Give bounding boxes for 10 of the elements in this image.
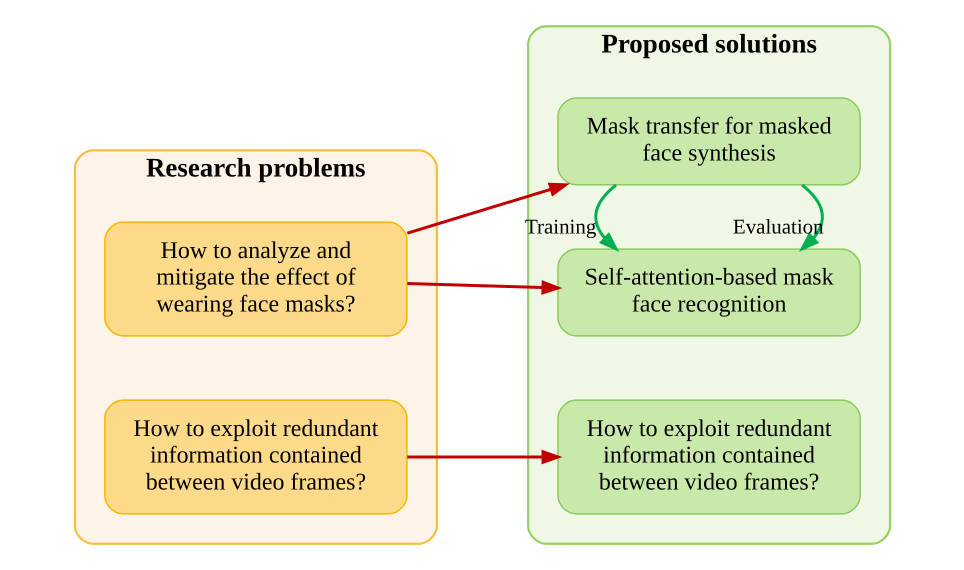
- arrow: [406, 450, 562, 464]
- arrow: [594, 184, 619, 252]
- arrow: [406, 280, 562, 295]
- arrow: [406, 182, 570, 235]
- node-box: Mask transfer for masked face synthesis: [556, 97, 860, 186]
- node-box: How to exploit redundant information contained between video frames?: [556, 399, 860, 515]
- edge-label: Training: [524, 214, 596, 238]
- node-box: Self-attention-based mask face recognition: [556, 248, 860, 337]
- node-box: How to exploit redundant information contained between video frames?: [104, 399, 408, 515]
- node-box: How to analyze and mitigate the effect of wearing face masks?: [104, 221, 408, 337]
